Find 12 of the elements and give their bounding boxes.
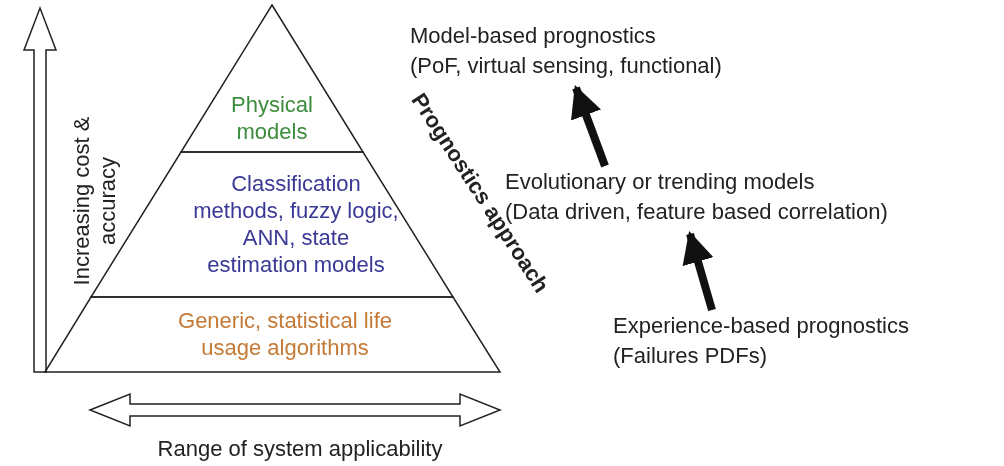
arrow	[682, 230, 716, 312]
tier-label: Generic, statistical life usage algorithms	[177, 307, 393, 361]
approach-detail: (PoF, virtual sensing, functional)	[410, 52, 722, 79]
approach-heading: Evolutionary or trending models	[505, 168, 815, 195]
tier-label: Physical models	[230, 91, 314, 145]
axis-label: Range of system applicability	[156, 436, 444, 462]
approach-heading: Experience-based prognostics	[613, 312, 909, 339]
arrow	[571, 85, 609, 168]
axis-label: Increasing cost & accuracy	[69, 115, 121, 288]
approach-heading: Model-based prognostics	[410, 22, 656, 49]
tier-label: Classification methods, fuzzy logic, ANN, state estimation models	[192, 170, 400, 278]
approach-detail: (Failures PDFs)	[613, 342, 767, 369]
